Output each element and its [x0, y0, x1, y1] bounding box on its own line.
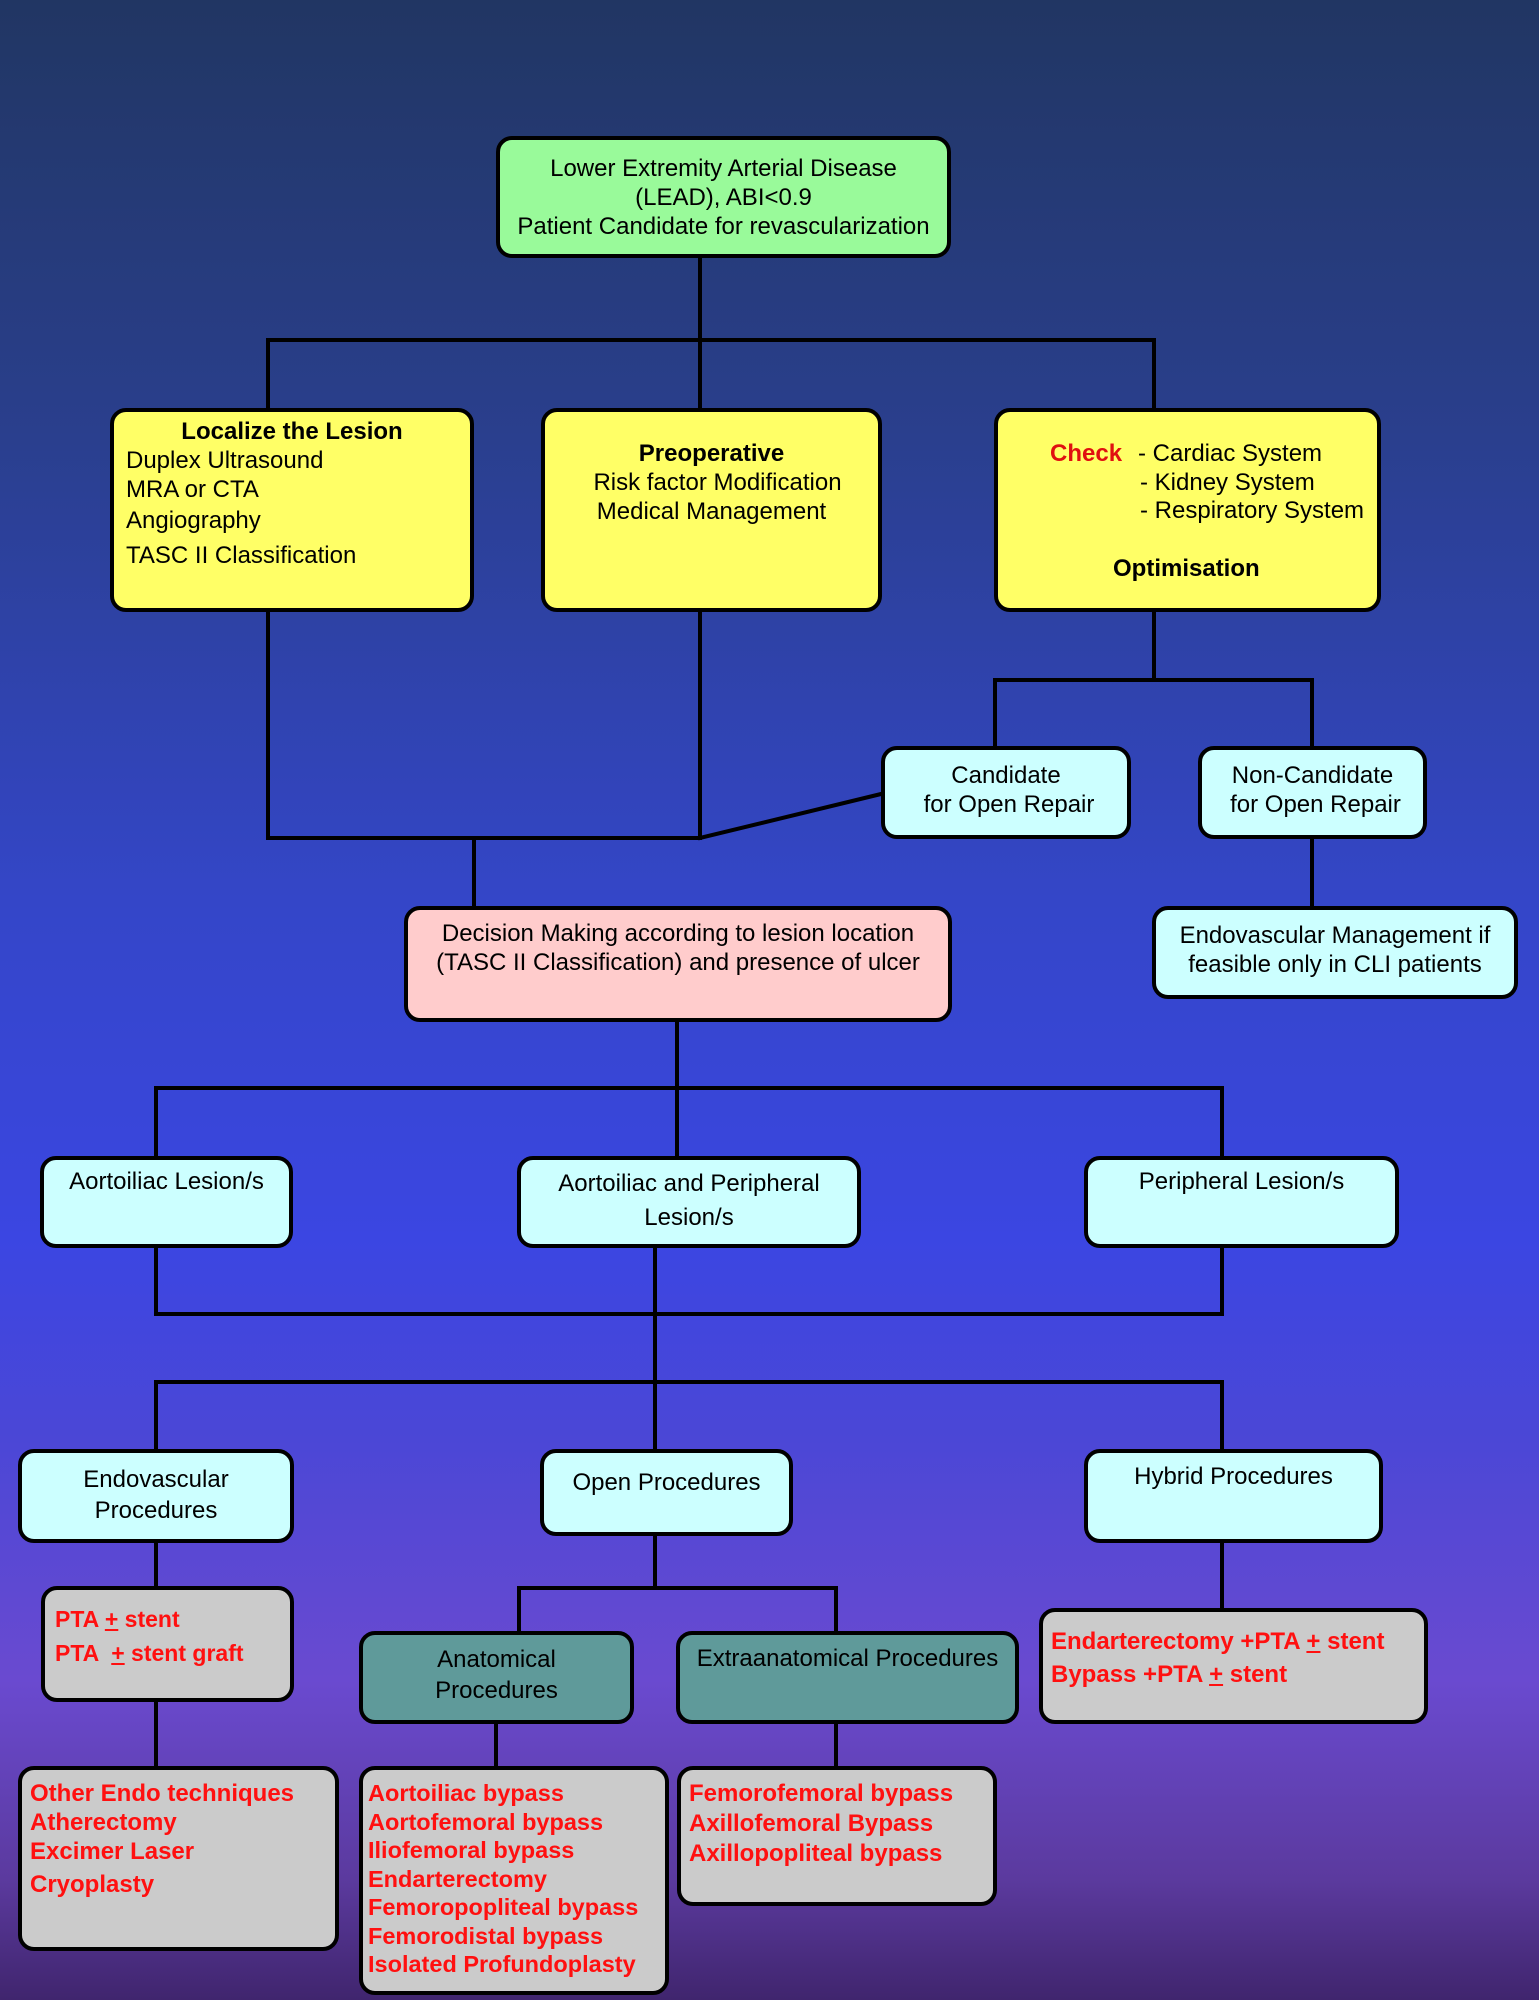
anatomical-procedures-node: Anatomical Procedures: [359, 1631, 634, 1724]
pta-line-1-post: stent: [118, 1606, 180, 1632]
pta-line-1: PTA + stent: [55, 1602, 290, 1636]
connector-open-to-subtypes: [517, 1532, 838, 1635]
open-procedures-label: Open Procedures: [572, 1469, 761, 1496]
hybrid-procedures-node: Hybrid Procedures: [1084, 1449, 1383, 1543]
connector-to-procedures: [154, 1380, 1224, 1453]
decision-node: Decision Making according to lesion loca…: [404, 906, 952, 1022]
endovascular-procedures-node: Endovascular Procedures: [18, 1449, 294, 1543]
peripheral-lesion-node: Peripheral Lesion/s: [1084, 1156, 1399, 1248]
anatomical-line: Anatomical: [437, 1646, 556, 1673]
check-item: - Respiratory System: [1140, 497, 1365, 524]
preoperative-item: Risk factor Modification: [593, 469, 842, 496]
anatomical-list-item: Iliofemoral bypass: [368, 1837, 575, 1863]
connector-decision-to-lesions: [154, 1018, 1224, 1160]
open-procedures-node: Open Procedures: [540, 1449, 793, 1536]
hybrid-detail-line-2: Bypass +PTA + stent: [1051, 1658, 1424, 1691]
connector-subtypes-to-lists: [494, 1720, 838, 1770]
anatomical-list-item: Aortofemoral bypass: [368, 1808, 604, 1835]
check-item: - Kidney System: [1140, 469, 1315, 496]
anatomical-list-node: Aortoiliac bypass Aortofemoral bypass Il…: [359, 1766, 669, 1995]
candidate-line: for Open Repair: [923, 791, 1095, 818]
extra-list-item: Femorofemoral bypass: [689, 1780, 954, 1807]
hybrid-detail-line-1-post: stent: [1320, 1628, 1385, 1655]
lead-line-1: Lower Extremity Arterial Disease: [550, 155, 897, 182]
check-item: - Cardiac System: [1138, 440, 1323, 467]
non-candidate-line: Non-Candidate: [1231, 762, 1394, 789]
connector-check-to-candidates: [993, 610, 1314, 750]
connector-lesions-merge: [154, 1244, 1224, 1384]
aortoiliac-peripheral-line: Lesion/s: [644, 1204, 734, 1231]
lead-line-3: Patient Candidate for revascularization: [517, 213, 930, 240]
endovascular-management-line: Endovascular Management if: [1179, 922, 1491, 949]
hybrid-detail-line-2-pre: Bypass +PTA: [1051, 1661, 1210, 1688]
anatomical-line: Procedures: [435, 1677, 558, 1704]
extra-list-item: Axillopopliteal bypass: [689, 1840, 943, 1867]
candidate-line: Candidate: [951, 762, 1061, 789]
non-candidate-node: Non-Candidate for Open Repair: [1198, 746, 1427, 839]
localize-item: Angiography: [126, 507, 261, 534]
anatomical-list-item: Femoropopliteal bypass: [368, 1894, 639, 1920]
endovascular-procedures-line: Procedures: [94, 1497, 218, 1524]
decision-line: (TASC II Classification) and presence of…: [436, 949, 920, 976]
peripheral-lesion-label: Peripheral Lesion/s: [1138, 1168, 1345, 1195]
endo-other-node: Other Endo techniques Atherectomy Excime…: [18, 1766, 339, 1951]
anatomical-list-item: Endarterectomy: [368, 1865, 547, 1892]
endovascular-management-line: feasible only in CLI patients: [1188, 951, 1482, 978]
pta-line-2: PTA + stent graft: [55, 1636, 290, 1670]
anatomical-list-item: Aortoiliac bypass: [368, 1780, 564, 1806]
aortoiliac-lesion-label: Aortoiliac Lesion/s: [69, 1168, 264, 1195]
lead-node: Lower Extremity Arterial Disease (LEAD),…: [496, 136, 951, 258]
connector-lead-to-level2: [266, 248, 1156, 412]
anatomical-list-item: Isolated Profundoplasty: [368, 1951, 636, 1977]
extra-list-item: Axillofemoral Bypass: [689, 1810, 934, 1837]
pta-line-2-post: stent graft: [124, 1640, 244, 1666]
decision-line: Decision Making according to lesion loca…: [441, 920, 915, 947]
anatomical-list-item: Femorodistal bypass: [368, 1922, 604, 1949]
localize-node: Localize the Lesion Duplex Ultrasound MR…: [110, 408, 474, 612]
plus-minus-symbol: +: [1306, 1628, 1321, 1655]
lead-line-2: (LEAD), ABI<0.9: [635, 184, 812, 211]
extra-list-node: Femorofemoral bypass Axillofemoral Bypas…: [677, 1766, 997, 1906]
preoperative-node: Preoperative Risk factor Modification Me…: [541, 408, 882, 612]
hybrid-procedures-label: Hybrid Procedures: [1134, 1463, 1333, 1490]
hybrid-detail-node: Endarterectomy +PTA + stent Bypass +PTA …: [1039, 1608, 1428, 1724]
endo-other-item: Atherectomy: [30, 1809, 177, 1836]
pta-line-2-pre: PTA: [55, 1640, 112, 1666]
aortoiliac-lesion-node: Aortoiliac Lesion/s: [40, 1156, 293, 1248]
localize-item: MRA or CTA: [126, 476, 259, 503]
connector-to-decision: [266, 610, 884, 910]
pta-node: PTA + stent PTA + stent graft: [41, 1586, 294, 1702]
check-footer: Optimisation: [1113, 555, 1260, 582]
endo-other-item: Cryoplasty: [30, 1871, 155, 1898]
endo-other-item: Other Endo techniques: [30, 1780, 295, 1807]
endo-other-item: Excimer Laser: [30, 1838, 195, 1865]
extraanatomical-label: Extraanatomical Procedures: [696, 1645, 999, 1672]
hybrid-detail-line-1-pre: Endarterectomy +PTA: [1051, 1628, 1307, 1655]
aortoiliac-peripheral-line: Aortoiliac and Peripheral: [558, 1170, 820, 1197]
check-node: Check - Cardiac System - Kidney System -…: [994, 408, 1381, 612]
check-label: Check: [1050, 440, 1123, 467]
pta-line-1-pre: PTA: [55, 1606, 105, 1632]
endovascular-procedures-line: Endovascular: [83, 1466, 229, 1493]
plus-minus-symbol: +: [111, 1640, 125, 1666]
plus-minus-symbol: +: [104, 1606, 119, 1632]
localize-item: TASC II Classification: [126, 542, 357, 569]
hybrid-detail-line-2-post: stent: [1223, 1661, 1288, 1688]
endovascular-management-node: Endovascular Management if feasible only…: [1152, 906, 1518, 999]
plus-minus-symbol: +: [1209, 1661, 1224, 1688]
candidate-node: Candidate for Open Repair: [881, 746, 1131, 839]
aortoiliac-peripheral-lesion-node: Aortoiliac and Peripheral Lesion/s: [517, 1156, 861, 1248]
preoperative-item: Medical Management: [596, 498, 827, 525]
preoperative-title: Preoperative: [638, 440, 785, 467]
extraanatomical-procedures-node: Extraanatomical Procedures: [676, 1631, 1019, 1724]
hybrid-detail-line-1: Endarterectomy +PTA + stent: [1051, 1625, 1424, 1658]
non-candidate-line: for Open Repair: [1230, 791, 1401, 818]
localize-item: Duplex Ultrasound: [126, 447, 324, 474]
localize-title: Localize the Lesion: [181, 418, 403, 445]
